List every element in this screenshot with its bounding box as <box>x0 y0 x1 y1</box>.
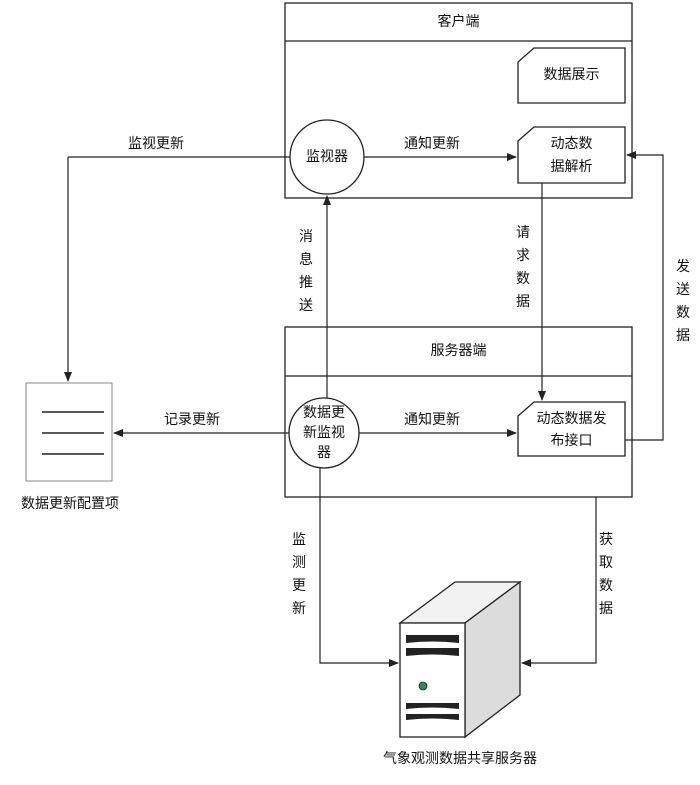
server-host-label: 气象观测数据共享服务器 <box>383 751 537 767</box>
request-data-label: 请求数据 <box>516 225 530 310</box>
arrow-detect-update <box>319 468 399 667</box>
server-monitor-line1: 数据更 <box>303 405 345 421</box>
api-label-line2: 布接口 <box>550 433 593 449</box>
arrow-fetch-data <box>521 497 597 667</box>
config-label: 数据更新配置项 <box>21 496 119 512</box>
client-monitor-label: 监视器 <box>306 149 348 165</box>
server-title: 服务器端 <box>430 343 487 359</box>
record-update-label: 记录更新 <box>164 412 220 428</box>
data-display-label: 数据展示 <box>543 67 600 83</box>
client-box <box>284 2 633 199</box>
arrow-send-data <box>625 151 664 441</box>
server-monitor-line3: 器 <box>317 445 331 461</box>
parser-label-line2: 据解析 <box>550 159 593 175</box>
client-title: 客户端 <box>437 14 480 30</box>
send-data-label: 发送数据 <box>676 259 690 344</box>
server-tower-icon <box>398 580 522 739</box>
parser-label-line1: 动态数 <box>550 136 593 152</box>
notify-update-client-label: 通知更新 <box>404 136 460 152</box>
publish-api-node <box>517 401 626 457</box>
notify-update-server-label: 通知更新 <box>404 412 460 428</box>
config-document-icon <box>25 382 113 482</box>
server-monitor-line2: 新监视 <box>303 425 345 441</box>
fetch-data-label: 获取数据 <box>599 532 613 617</box>
detect-update-label: 监测更新 <box>292 532 306 617</box>
push-message-label: 消息推送 <box>299 229 313 314</box>
api-label-line1: 动态数据发 <box>536 411 607 427</box>
server-box <box>284 326 633 498</box>
dynamic-parser-node <box>517 126 626 184</box>
data-display-node <box>517 47 626 104</box>
monitor-update-label: 监视更新 <box>128 136 184 152</box>
